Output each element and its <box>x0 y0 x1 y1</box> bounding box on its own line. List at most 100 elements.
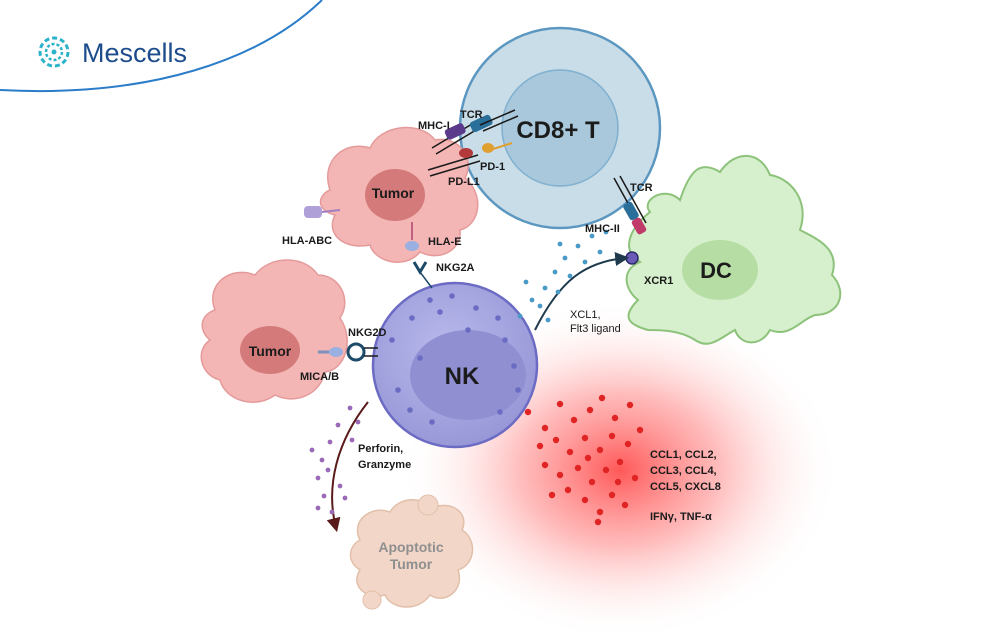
nk-granule <box>465 327 471 333</box>
xcl1-dot <box>567 273 573 279</box>
nk-granule <box>437 309 443 315</box>
label-mica-b: MICA/B <box>300 371 339 383</box>
cytokine-dot <box>596 508 604 516</box>
apoptotic-label-2: Tumor <box>390 556 433 572</box>
cytokine-dot <box>556 400 564 408</box>
label-pd-l1: PD-L1 <box>448 176 480 188</box>
cytokine-dot <box>524 408 532 416</box>
perforin-dot <box>355 419 361 425</box>
perforin-dot <box>337 483 343 489</box>
cytokine-dot <box>574 464 582 472</box>
cytokine-dot <box>614 478 622 486</box>
dc-label: DC <box>700 258 732 283</box>
cytokine-dot <box>570 416 578 424</box>
xcl1-dot <box>597 249 603 255</box>
pd1-pdl1-complex <box>427 142 513 177</box>
xcl1-arrow <box>534 252 630 331</box>
hla-e-nkg2a-complex <box>405 222 433 289</box>
label-ccl-1: CCL1, CCL2, <box>650 449 717 461</box>
label-ifn: IFNγ, TNF-α <box>650 511 712 523</box>
cd8-label: CD8+ T <box>516 117 600 144</box>
cytokine-dot <box>624 440 632 448</box>
nk-granule <box>502 337 508 343</box>
perforin-dot <box>327 439 333 445</box>
cytokine-dot <box>541 461 549 469</box>
cytokine-dot <box>608 432 616 440</box>
perforin-dots <box>309 405 361 515</box>
xcl1-dots <box>517 229 609 323</box>
cytokine-dot <box>631 474 639 482</box>
xcl1-dot <box>582 259 588 265</box>
xcr1-receptor <box>625 251 639 265</box>
apoptotic-tumor: Apoptotic Tumor <box>349 494 474 610</box>
perforin-dot <box>319 457 325 463</box>
nk-label: NK <box>445 363 480 390</box>
perforin-dot <box>342 495 348 501</box>
label-perforin-1: Perforin, <box>358 443 403 455</box>
nk-granule <box>409 315 415 321</box>
cytokine-dot <box>588 478 596 486</box>
xcl1-dot <box>537 303 543 309</box>
cytokine-dot <box>621 501 629 509</box>
header-swoosh-line <box>0 0 323 93</box>
cytokine-dot <box>552 436 560 444</box>
xcl1-dot <box>545 317 551 323</box>
label-hla-e: HLA-E <box>428 236 462 248</box>
xcl1-dot <box>542 285 548 291</box>
nk-granule <box>429 419 435 425</box>
label-hla-abc: HLA-ABC <box>282 235 332 247</box>
perforin-dot <box>349 437 355 443</box>
mica-nkg2d-complex <box>318 342 378 362</box>
perforin-dot <box>315 505 321 511</box>
cytokine-dot <box>581 434 589 442</box>
label-mhc-ii: MHC-II <box>585 223 620 235</box>
label-ccl-3: CCL5, CXCL8 <box>650 481 721 493</box>
nk-granule <box>427 297 433 303</box>
xcl1-dot <box>552 269 558 275</box>
nk-granule <box>495 315 501 321</box>
label-tcr-top: TCR <box>460 109 483 121</box>
cytokine-dot <box>536 442 544 450</box>
cytokine-dot <box>556 471 564 479</box>
perforin-dot <box>329 509 335 515</box>
nk-granule <box>449 293 455 299</box>
nk-cell: NK <box>371 281 539 449</box>
apoptotic-label-1: Apoptotic <box>378 539 444 555</box>
perforin-dot <box>335 422 341 428</box>
label-perforin-2: Granzyme <box>358 459 411 471</box>
nk-granule <box>473 305 479 311</box>
xcl1-dot <box>517 313 523 319</box>
label-ccl-2: CCL3, CCL4, <box>650 465 717 477</box>
label-xcr1: XCR1 <box>644 275 673 287</box>
xcl1-dot <box>562 255 568 261</box>
label-xcl1-2: Flt3 ligand <box>570 323 621 335</box>
nk-granule <box>497 409 503 415</box>
nk-granule <box>417 355 423 361</box>
brand-name: Mescells <box>82 38 187 68</box>
perforin-dot <box>309 447 315 453</box>
tcr-mhc-ii-complex <box>613 175 647 235</box>
perforin-dot <box>347 405 353 411</box>
cytokine-dot <box>636 426 644 434</box>
cytokine-dots <box>524 394 644 526</box>
xcl1-dot <box>603 229 609 235</box>
cytokine-dot <box>586 406 594 414</box>
perforin-dot <box>315 475 321 481</box>
hla-abc-receptor <box>304 206 341 218</box>
label-pd-1: PD-1 <box>480 161 505 173</box>
nk-granule <box>395 387 401 393</box>
cytokine-dot <box>598 394 606 402</box>
cytokine-dot <box>608 491 616 499</box>
xcl1-dot <box>589 233 595 239</box>
tumor-top: Tumor <box>319 126 479 263</box>
tumor-left: Tumor <box>200 259 348 403</box>
label-tcr-dc: TCR <box>630 182 653 194</box>
nk-granule <box>515 387 521 393</box>
cytokine-dot <box>616 458 624 466</box>
mescells-logo-icon <box>38 36 70 68</box>
dendritic-cell: DC <box>625 154 842 345</box>
cytokine-dot <box>594 518 602 526</box>
nk-granule <box>389 337 395 343</box>
perforin-dot <box>325 467 331 473</box>
